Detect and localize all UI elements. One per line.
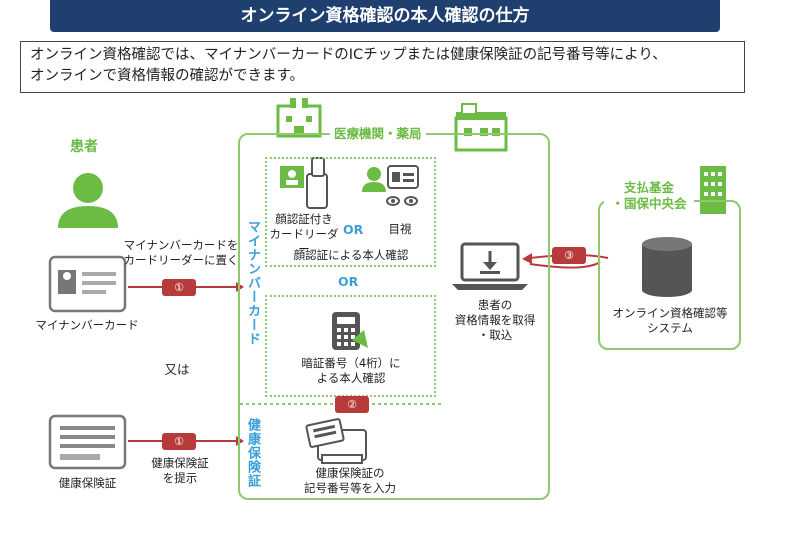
system-label: オンライン資格確認等 システム [600, 306, 740, 336]
page-title: オンライン資格確認の本人確認の仕方 [50, 0, 720, 32]
system-line2: システム [647, 321, 693, 335]
mynumber-instruction-line1: マイナンバーカードを [123, 238, 239, 252]
insurance-section-label: 健康保険証 [245, 418, 260, 488]
laptop-download-icon [452, 242, 528, 290]
pin-line2: よる本人確認 [316, 371, 386, 385]
step2-badge: ② [335, 396, 369, 413]
mynumber-instruction: マイナンバーカードを カードリーダーに置く [122, 238, 240, 268]
visual-check-icon [362, 165, 419, 206]
insurance-input-line1: 健康保険証の [315, 466, 385, 480]
face-reader-icon [280, 157, 328, 209]
insurance-card-icon [48, 414, 127, 470]
mynumber-card-icon [48, 255, 127, 313]
pin-label: 暗証番号（4桁）に よる本人確認 [266, 356, 436, 386]
fund-building-icon [700, 166, 726, 214]
step1-badge-mynumber: ① [162, 279, 196, 296]
or-small: OR [343, 222, 364, 237]
patient-person-icon [58, 173, 118, 228]
insurance-present-line2: を提示 [162, 471, 198, 485]
step3-badge: ③ [552, 247, 586, 264]
acquire-label: 患者の 資格情報を取得 ・取込 [445, 298, 545, 343]
mynumber-card-label: マイナンバーカード [35, 318, 139, 332]
visual-check-label: 目視 [388, 222, 412, 236]
acquire-line1: 患者の [477, 298, 513, 312]
insurance-input-line2: 記号番号等を入力 [304, 481, 396, 495]
or-text: 又は [164, 362, 190, 377]
pin-pad-icon [332, 312, 368, 350]
insurance-present: 健康保険証 を提示 [130, 456, 230, 486]
mynumber-instruction-line2: カードリーダーに置く [123, 253, 239, 267]
patient-heading: 患者 [70, 139, 98, 155]
hospital-building-icon [276, 94, 322, 138]
acquire-line3: ・取込 [477, 328, 513, 342]
facility-heading: 医療機関・薬局 [330, 123, 426, 142]
intro-line2: オンラインで資格情報の確認ができます。 [30, 68, 305, 84]
acquire-line2: 資格情報を取得 [454, 313, 536, 327]
face-auth-box [265, 157, 436, 267]
or-center: OR [338, 274, 359, 289]
insurance-present-line1: 健康保険証 [151, 456, 209, 470]
face-auth-caption: 顔認証による本人確認 [293, 248, 409, 262]
intro-text: オンライン資格確認では、マイナンバーカードのICチップまたは健康保険証の記号番号… [20, 41, 745, 93]
insurance-input-icon [305, 418, 367, 464]
step1-badge-insurance: ① [162, 433, 196, 450]
insurance-card-label: 健康保険証 [58, 476, 117, 490]
database-icon [642, 237, 692, 297]
mynumber-section-label: マイナンバーカード [245, 220, 260, 346]
face-reader-label: 顔認証付き カードリーダー [266, 212, 342, 257]
system-line1: オンライン資格確認等 [612, 306, 728, 320]
intro-line1: オンライン資格確認では、マイナンバーカードのICチップまたは健康保険証の記号番号… [30, 47, 667, 63]
face-reader-line1: 顔認証付き [275, 212, 333, 226]
fund-heading: 支払基金 ・国保中央会 [604, 180, 694, 212]
insurance-input-label: 健康保険証の 記号番号等を入力 [280, 466, 420, 496]
pin-line1: 暗証番号（4桁）に [301, 356, 401, 370]
face-reader-line2: カードリーダー [269, 227, 339, 256]
fund-heading-line2: ・国保中央会 [611, 196, 687, 211]
fund-heading-line1: 支払基金 [623, 180, 674, 195]
